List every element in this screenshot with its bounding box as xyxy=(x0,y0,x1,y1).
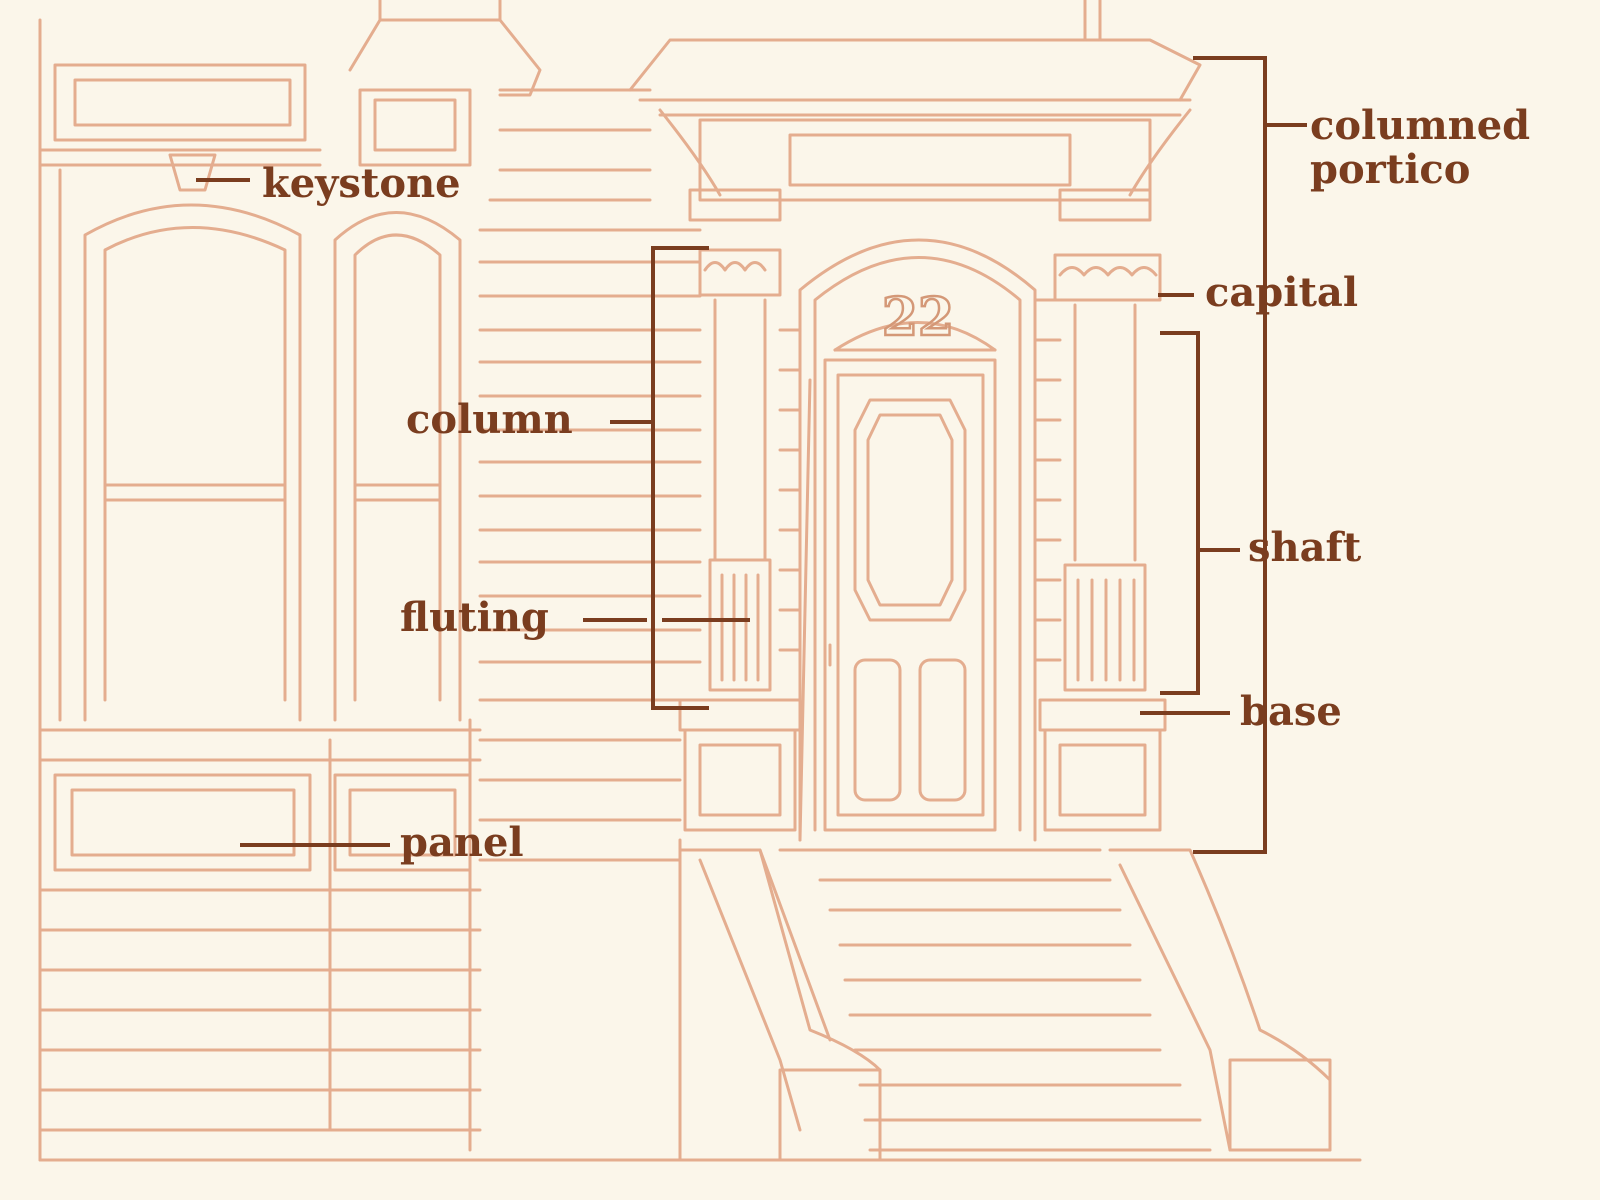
wall-siding xyxy=(478,88,702,862)
left-window-2 xyxy=(333,211,462,722)
left-window-1 xyxy=(83,203,302,722)
label-columned-portico: columned portico xyxy=(1310,104,1530,192)
front-stairs xyxy=(38,838,1362,1162)
portico-bracket xyxy=(1193,56,1267,854)
leader-lines xyxy=(196,56,1307,854)
right-column-sketch xyxy=(1038,253,1167,832)
portico-entablature xyxy=(628,38,1202,222)
left-column-sketch xyxy=(678,248,802,832)
label-capital: capital xyxy=(1205,269,1359,316)
label-shaft: shaft xyxy=(1248,524,1362,571)
shaft-bracket xyxy=(1160,331,1200,695)
label-keystone: keystone xyxy=(262,160,461,207)
sketch-lines xyxy=(38,0,1362,1162)
door-right-siding xyxy=(778,298,1062,662)
left-base xyxy=(38,718,482,1152)
keystone-block xyxy=(168,153,217,192)
label-base: base xyxy=(1240,688,1342,735)
label-fluting: fluting xyxy=(400,594,549,641)
house-number: 22 xyxy=(882,287,954,348)
label-panel: panel xyxy=(400,819,524,866)
left-cornice xyxy=(38,18,542,167)
doorway-sketch xyxy=(798,238,1037,842)
column-bracket xyxy=(651,246,709,710)
label-columned-portico-line2: portico xyxy=(1310,146,1471,193)
label-column: column xyxy=(406,396,573,443)
label-columned-portico-line1: columned xyxy=(1310,102,1531,149)
